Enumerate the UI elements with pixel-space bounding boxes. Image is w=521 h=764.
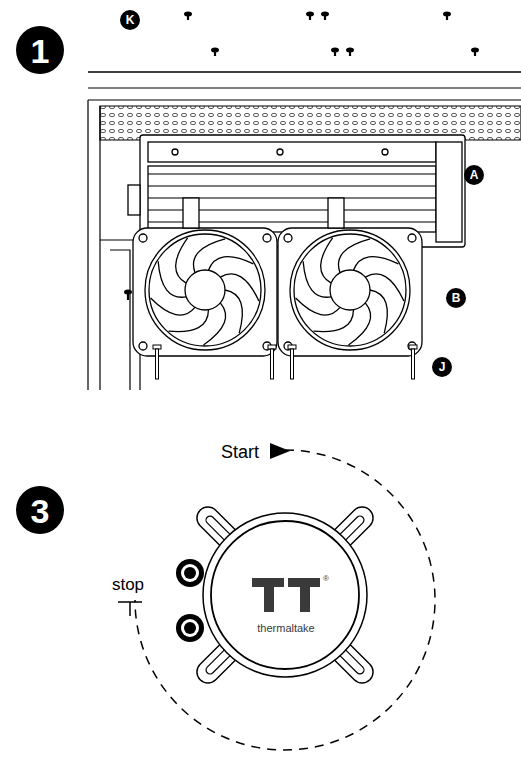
brand-logo: [252, 578, 320, 612]
step-number: 3: [31, 494, 50, 528]
screw: [331, 48, 339, 57]
screw: [346, 48, 354, 57]
stop-mark: [118, 602, 142, 616]
case-panel: [88, 88, 521, 390]
screw: [443, 12, 451, 21]
screw: [153, 345, 161, 379]
brand-text: thermaltake: [257, 623, 314, 634]
step-badge: [16, 26, 64, 74]
screw: [409, 345, 417, 379]
tube-fitting: [176, 559, 204, 587]
screw: [184, 12, 192, 21]
step-number: 1: [31, 34, 50, 68]
step-rule: [88, 71, 521, 73]
registered-mark: ®: [323, 575, 329, 583]
fan: [278, 198, 422, 356]
callout-circle: [120, 10, 140, 30]
fan: [133, 198, 277, 356]
step-badge: [16, 486, 64, 534]
rotation-arc: [135, 450, 435, 750]
stop-label: stop: [112, 576, 144, 593]
screw: [471, 48, 479, 57]
start-arrow: [270, 443, 290, 459]
screw: [268, 345, 276, 379]
start-label: Start: [221, 443, 259, 461]
long-screw-set: [124, 290, 417, 380]
fan-pair: [133, 198, 422, 356]
pump-head: [176, 502, 378, 687]
screw: [211, 48, 219, 57]
screw: [321, 12, 329, 21]
callout-circle: [446, 288, 466, 308]
screw: [288, 345, 296, 379]
screw: [306, 12, 314, 21]
tube-fitting: [176, 614, 204, 642]
screw: [124, 290, 132, 301]
callout-letter: K: [126, 14, 135, 26]
callout-letter: B: [452, 292, 461, 304]
screw-set: [184, 12, 479, 57]
callout-letter: J: [439, 361, 446, 373]
callout-circle: [464, 165, 484, 185]
callout-circle: [432, 357, 452, 377]
callout-letter: A: [470, 169, 479, 181]
